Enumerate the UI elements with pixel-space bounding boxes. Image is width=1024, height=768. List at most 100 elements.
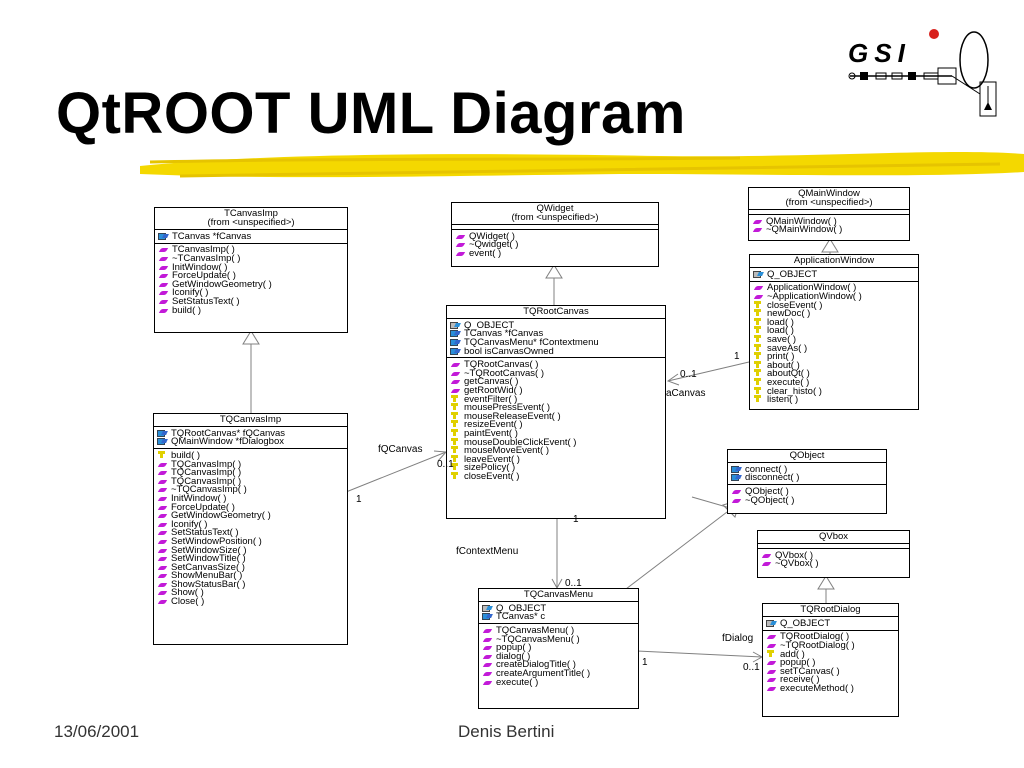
class-member: SetStatusText( ) (158, 297, 344, 306)
class-name: QWidget (536, 203, 574, 214)
member-text: ~Qwidget( ) (469, 239, 519, 251)
member-text: getRootWid( ) (464, 384, 523, 396)
footer-date: 13/06/2001 (54, 722, 140, 741)
public-operation-icon (761, 553, 772, 558)
key-attribute-icon (450, 321, 461, 329)
member-text: closeEvent( ) (767, 299, 823, 311)
public-operation-icon (752, 228, 763, 233)
class-member: aboutQt( ) (753, 369, 915, 379)
protected-operation-icon (451, 471, 458, 479)
member-text: QWidget( ) (469, 230, 515, 242)
class-tcanvasimp[interactable]: TCanvasImp (from <unspecified>) TCanvas … (154, 207, 348, 333)
class-name: TQRootDialog (800, 604, 861, 615)
class-member: saveAs( ) (753, 343, 915, 353)
public-operation-icon (157, 462, 168, 467)
class-member: leaveEvent( ) (450, 454, 662, 464)
member-text: Q_OBJECT (767, 268, 818, 280)
member-text: QMainWindow *fDialogbox (171, 436, 284, 448)
public-operation-icon (482, 637, 493, 642)
public-operation-icon (766, 635, 777, 640)
member-text: SetCanvasSize( ) (171, 561, 245, 573)
class-member: mouseReleaseEvent( ) (450, 411, 662, 421)
attribute-icon (450, 330, 461, 338)
public-operation-icon (450, 388, 461, 393)
public-operation-icon (766, 686, 777, 691)
member-text: ~ApplicationWindow( ) (767, 290, 862, 302)
class-member: TQRootDialog( ) (766, 632, 895, 642)
protected-operation-icon (754, 352, 761, 360)
member-text: connect( ) (745, 463, 788, 475)
class-member: ~TQCanvasImp( ) (157, 485, 344, 495)
public-operation-icon (482, 663, 493, 668)
class-name: QVbox (818, 531, 849, 542)
attribute-icon (157, 429, 168, 437)
member-text: popup( ) (496, 642, 532, 654)
class-member: ~QObject( ) (731, 495, 883, 505)
member-text: closeEvent( ) (464, 470, 520, 482)
member-text: Iconify( ) (171, 518, 208, 530)
class-qobject[interactable]: QObject connect( )disconnect( ) QObject(… (727, 449, 887, 514)
page-title: QtROOT UML Diagram (56, 81, 686, 146)
attributes: connect( )disconnect( ) (728, 463, 886, 486)
role-label-fqcanvas: fQCanvas (378, 444, 423, 455)
member-text: mouseMoveEvent( ) (464, 445, 550, 457)
class-member: ~TQCanvasMenu( ) (482, 634, 635, 644)
class-member: build( ) (157, 451, 344, 460)
public-operation-icon (158, 248, 169, 253)
protected-operation-icon (451, 428, 458, 436)
class-applicationwindow[interactable]: ApplicationWindow Q_OBJECT ApplicationWi… (749, 254, 919, 410)
public-operation-icon (753, 294, 764, 299)
class-member: clear_histo( ) (753, 386, 915, 396)
attribute-icon (482, 613, 493, 621)
public-operation-icon (157, 548, 168, 553)
multiplicity-label: 0..1 (680, 369, 697, 380)
member-text: TQCanvasMenu( ) (496, 624, 575, 636)
operations: TQCanvasMenu( )~TQCanvasMenu( )popup( )d… (479, 624, 638, 688)
class-member: load( ) (753, 318, 915, 327)
class-member: TCanvas *fCanvas (450, 328, 662, 340)
public-operation-icon (157, 557, 168, 562)
public-operation-icon (157, 574, 168, 579)
public-operation-icon (157, 488, 168, 493)
class-member: SetWindowPosition( ) (157, 537, 344, 546)
class-name: QObject (789, 450, 825, 461)
class-member: load( ) (753, 326, 915, 336)
member-text: popup( ) (780, 657, 816, 669)
class-qmainwindow[interactable]: QMainWindow (from <unspecified>) QMainWi… (748, 187, 910, 241)
multiplicity-label: 0..1 (437, 459, 454, 470)
member-text: executeMethod( ) (780, 682, 854, 694)
class-member: ~QMainWindow( ) (752, 225, 906, 235)
member-text: TCanvas *fCanvas (464, 328, 544, 340)
member-text: TQCanvasMenu* fContextmenu (464, 336, 599, 348)
multiplicity-label: 0..1 (565, 578, 582, 589)
member-text: print( ) (767, 351, 795, 363)
class-member: mousePressEvent( ) (450, 403, 662, 412)
class-member: ~TQRootCanvas( ) (450, 369, 662, 378)
class-member: save( ) (753, 335, 915, 344)
class-tqrootdialog[interactable]: TQRootDialog Q_OBJECT TQRootDialog( )~TQ… (762, 603, 899, 717)
class-member: build( ) (158, 305, 344, 315)
member-text: GetWindowGeometry( ) (172, 278, 272, 290)
class-qwidget[interactable]: QWidget (from <unspecified>) QWidget( )~… (451, 202, 659, 267)
class-member: Close( ) (157, 597, 344, 606)
class-member: TQCanvasImp( ) (157, 477, 344, 486)
member-text: SetStatusText( ) (172, 295, 240, 307)
member-text: QVbox( ) (775, 549, 814, 561)
member-text: listen( ) (767, 394, 799, 406)
class-qvbox[interactable]: QVbox QVbox( )~QVbox( ) (757, 530, 910, 578)
class-member: Q_OBJECT (766, 619, 895, 628)
member-text: Q_OBJECT (496, 602, 547, 614)
class-name: TQCanvasMenu (523, 589, 594, 600)
member-text: execute( ) (767, 376, 810, 388)
member-text: GetWindowGeometry( ) (171, 510, 271, 522)
multiplicity-label: 1 (734, 351, 740, 362)
member-text: sizePolicy( ) (464, 462, 516, 474)
class-member: ~TCanvasImp( ) (158, 254, 344, 263)
protected-operation-icon (451, 420, 458, 428)
